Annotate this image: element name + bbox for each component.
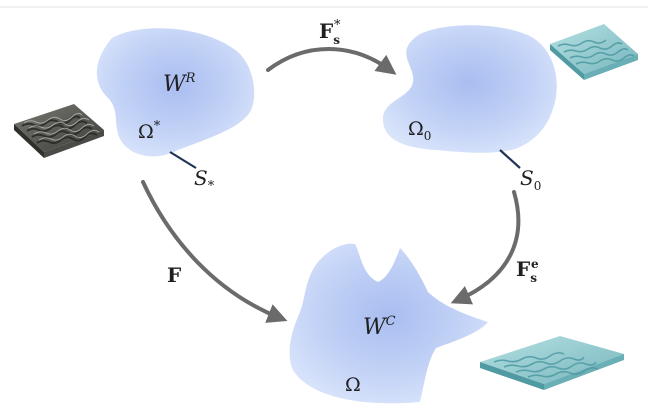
- stress-free-sheet-thumbnail: [550, 24, 638, 80]
- stress-free-configuration: [382, 25, 557, 169]
- reference-region-label: Ω*: [138, 119, 161, 143]
- current-sheet-thumbnail: [480, 336, 624, 390]
- current-energy-label: WC: [363, 314, 396, 340]
- reference-blob: [96, 28, 255, 157]
- stress-free-region-label: Ω0: [408, 118, 431, 143]
- reference-energy-label: WR: [163, 71, 196, 97]
- stress-free-boundary-label: S0: [520, 166, 541, 193]
- elastic-map-label: Fse: [516, 257, 539, 285]
- current-region-label: Ω: [345, 374, 361, 396]
- reference-boundary-label: S*: [194, 166, 215, 194]
- current-blob: [289, 243, 488, 404]
- growth-map-arrow: [266, 47, 397, 75]
- elastic-map-arrow: [450, 190, 521, 305]
- reference-configuration: [96, 28, 255, 169]
- current-configuration: [289, 243, 488, 404]
- total-deformation-label: F: [167, 263, 181, 287]
- reference-boundary-tick: [169, 151, 197, 169]
- reference-sheet-thumbnail: [14, 104, 104, 158]
- growth-map-label: Fs*: [319, 18, 341, 47]
- stress-free-boundary-tick: [499, 149, 521, 169]
- stress-free-blob: [382, 25, 557, 153]
- total-deformation-arrow: [141, 180, 288, 323]
